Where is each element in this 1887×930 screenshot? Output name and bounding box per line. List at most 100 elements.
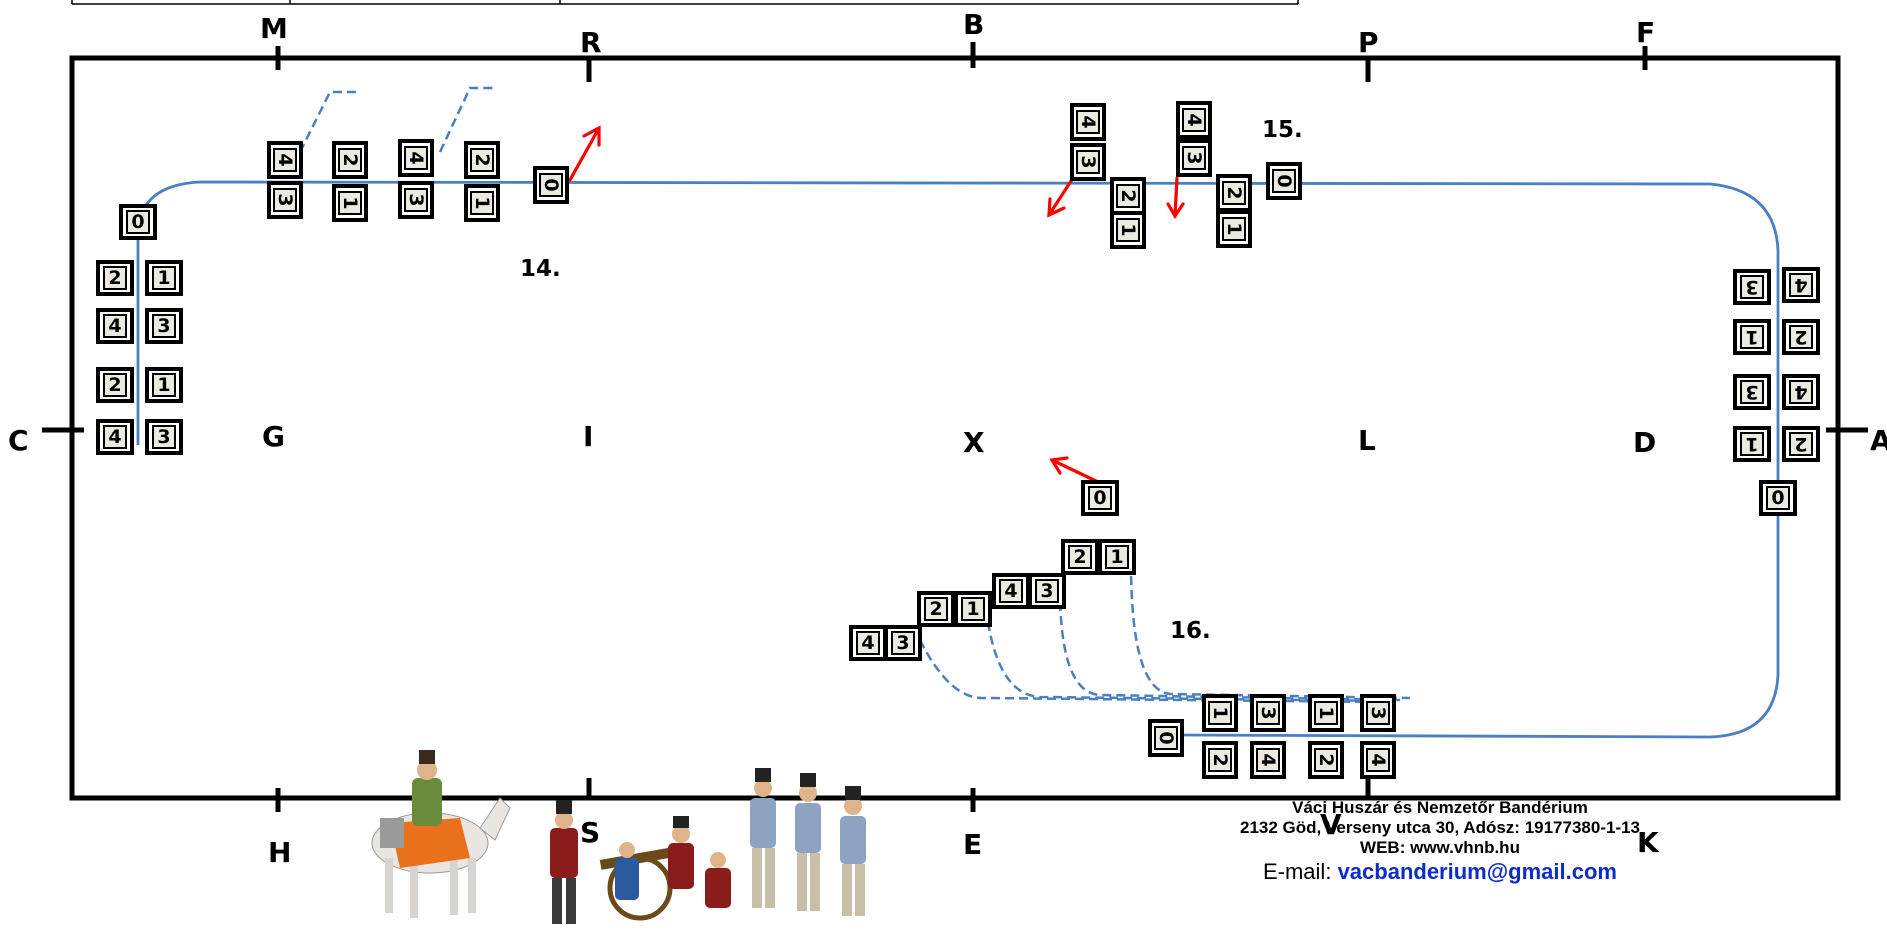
position-box-inner	[1116, 218, 1140, 242]
position-number: 1	[1223, 222, 1245, 235]
position-number: 4	[1183, 113, 1205, 126]
position-box: 1	[332, 184, 368, 222]
position-number: 3	[1183, 151, 1205, 164]
position-box: 4	[992, 573, 1030, 609]
email-link[interactable]: vacbanderium@gmail.com	[1337, 859, 1617, 884]
marker-s: S	[580, 816, 600, 849]
position-number: 2	[471, 153, 493, 166]
position-number: 2	[339, 153, 361, 166]
position-number: 0	[1155, 731, 1177, 744]
position-number: 4	[1794, 381, 1807, 403]
position-box: 2	[1782, 426, 1820, 462]
position-number: 1	[1745, 326, 1758, 348]
track-lines	[136, 180, 1780, 739]
position-number: 4	[405, 151, 427, 164]
position-number: 3	[405, 193, 427, 206]
position-box: 4	[1782, 374, 1820, 410]
position-number: 2	[1223, 186, 1245, 199]
position-box: 2	[96, 367, 134, 403]
position-number: 0	[1771, 487, 1784, 509]
position-box: 1	[1110, 211, 1146, 249]
position-box-inner	[1740, 380, 1764, 404]
red-arrow-icon	[568, 125, 601, 182]
position-number: 1	[1745, 433, 1758, 455]
position-box: 3	[398, 181, 434, 219]
movement-16-label: 16.	[1170, 618, 1211, 644]
red-arrow-icon	[1166, 176, 1185, 220]
position-number: 1	[157, 267, 170, 289]
position-box-inner	[103, 425, 127, 449]
marker-h: H	[268, 836, 291, 869]
position-box-inner	[1366, 748, 1390, 772]
position-box-inner	[1076, 110, 1100, 134]
marker-ticks	[42, 42, 1868, 812]
position-number: 3	[1367, 706, 1389, 719]
position-box: 0	[533, 166, 569, 204]
position-box: 2	[1110, 177, 1146, 215]
marker-x: X	[963, 426, 985, 459]
position-number: 1	[1117, 223, 1139, 236]
position-box: 1	[1098, 539, 1136, 575]
position-box-inner	[338, 148, 362, 172]
position-number: 4	[274, 153, 296, 166]
position-box-inner	[1154, 726, 1178, 750]
header-table-remnant	[71, 0, 1299, 5]
footer-contact: Váci Huszár és Nemzetőr Bandérium 2132 G…	[1150, 798, 1730, 886]
marker-v: V	[1320, 808, 1342, 841]
infantry-blue-uniform-figures	[750, 768, 866, 916]
marker-e: E	[963, 828, 982, 861]
position-number: 1	[1209, 706, 1231, 719]
marker-p: P	[1358, 26, 1379, 59]
position-number: 3	[1745, 381, 1758, 403]
position-box-inner	[1116, 184, 1140, 208]
position-box-inner	[1740, 432, 1764, 456]
position-box-inner	[1272, 169, 1296, 193]
track-dashed-lines	[298, 86, 1411, 704]
position-box: 1	[1202, 694, 1238, 732]
position-box: 0	[1148, 719, 1184, 757]
position-box-inner	[152, 314, 176, 338]
position-box-inner	[1182, 146, 1206, 170]
position-box-inner	[338, 191, 362, 215]
position-box: 3	[1360, 694, 1396, 732]
position-box: 3	[1176, 139, 1212, 177]
position-box: 3	[145, 419, 183, 455]
position-box: 3	[1250, 694, 1286, 732]
position-box-inner	[1182, 108, 1206, 132]
position-box: 3	[884, 625, 922, 661]
position-box: 0	[119, 204, 157, 240]
position-number: 2	[1315, 753, 1337, 766]
position-box-inner	[1789, 325, 1813, 349]
position-box-inner	[924, 597, 948, 621]
position-number: 4	[1367, 753, 1389, 766]
position-number: 3	[896, 632, 909, 654]
position-number: 0	[1273, 174, 1295, 187]
position-number: 2	[108, 374, 121, 396]
infantry-red-uniform-figures	[550, 800, 731, 924]
position-number: 3	[157, 315, 170, 337]
marker-k: K	[1637, 826, 1660, 859]
position-box: 1	[1733, 319, 1771, 355]
position-box-inner	[1105, 545, 1129, 569]
position-number: 3	[1257, 706, 1279, 719]
position-box: 4	[267, 141, 303, 179]
org-name: Váci Huszár és Nemzetőr Bandérium	[1292, 798, 1588, 817]
position-number: 4	[108, 426, 121, 448]
position-box-inner	[126, 210, 150, 234]
position-box-inner	[103, 373, 127, 397]
mounted-hussar-figure	[371, 750, 511, 918]
position-box-inner	[1035, 579, 1059, 603]
marker-a: A	[1870, 424, 1887, 457]
position-box-inner	[470, 148, 494, 172]
marker-f: F	[1636, 16, 1655, 49]
position-box: 2	[96, 260, 134, 296]
position-number: 2	[1794, 433, 1807, 455]
position-box: 4	[1360, 741, 1396, 779]
position-box-inner	[273, 148, 297, 172]
position-box: 3	[1733, 269, 1771, 305]
position-number: 3	[274, 193, 296, 206]
position-box: 0	[1266, 162, 1302, 200]
position-box: 2	[1216, 174, 1252, 212]
position-box-inner	[1088, 486, 1112, 510]
position-box-inner	[1222, 217, 1246, 241]
